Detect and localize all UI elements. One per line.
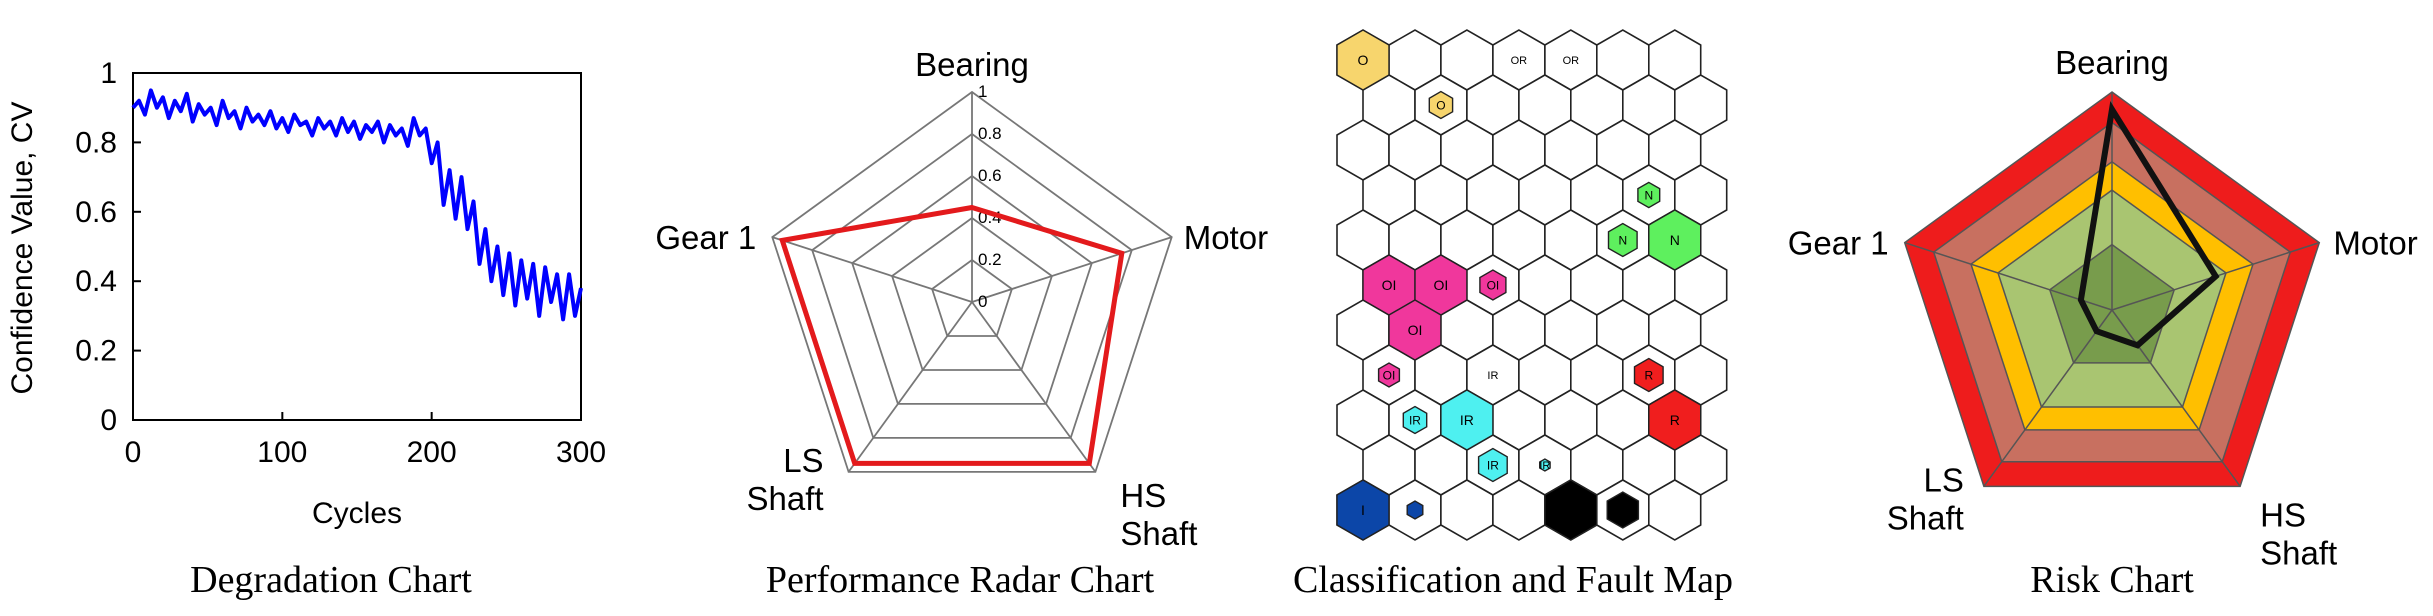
classification-fault-map: O O OR OR N N N OI OI OI OI OI IR IR IR IR IR R R I OIR OIR C… [1293,29,1733,601]
risk-caption: Risk Chart [2030,559,2194,601]
radar-tick-label: 1 [978,82,987,101]
radar-spoke [2111,309,2241,487]
degradation-caption: Degradation Chart [190,559,472,601]
radar-grid-ring [771,90,1173,473]
radar-grid-ring [891,216,1053,371]
axis-label: Bearing [915,46,1029,83]
fault-marker [1406,500,1424,520]
radar-spoke [971,301,1097,473]
fault-label: IR [1487,458,1499,472]
y-tick-label: 0.8 [75,126,117,159]
fault-label: O [1358,52,1369,68]
degradation-tick-labels: 0 100 200 300 0 0.2 0.4 0.6 0.8 1 [75,57,606,469]
fault-label: OI [1408,322,1423,338]
axis-label: Gear 1 [655,219,756,256]
fault-label: OI [1383,368,1396,382]
hex-fault-cells: O O OR OR N N N OI OI OI OI OI IR IR IR IR IR R R I OIR OIR [1336,29,1702,541]
axis-label: Motor [2333,225,2417,262]
fault-marker [1336,29,1390,91]
fault-label: OR [1511,55,1528,67]
y-tick-label: 0 [100,404,117,437]
fault-label: R [1670,412,1680,428]
fault-label: R [1644,368,1653,382]
fault-marker [1637,181,1661,209]
fault-marker [1538,458,1551,472]
fault-marker [1388,299,1442,361]
x-tick-label: 100 [257,436,307,469]
fault-label: IR [1409,413,1421,427]
fault-marker [1440,389,1494,451]
radar-spoke [772,236,973,303]
radar-grid-ring [851,174,1093,405]
radar-grid-ring [931,258,1013,337]
radar-tick-label: 0.8 [978,124,1002,143]
fault-marker [1479,269,1507,301]
fault-label: OIR [1612,503,1634,517]
x-tick-label: 0 [125,436,142,469]
fault-label: IR [1460,412,1474,428]
performance-series-polygon [779,204,1125,466]
fault-label: N [1618,233,1627,247]
fault-marker [1377,362,1401,388]
hex-grid [1336,29,1728,541]
degradation-tick-marks [132,72,582,421]
radar-spoke [971,236,1173,303]
fault-marker [1402,405,1428,435]
hex-cell [1648,479,1702,541]
axis-label: Bearing [2055,44,2169,81]
fault-label: IR [1487,370,1498,382]
radar-tick-label: 0.2 [978,250,1002,269]
x-tick-label: 300 [556,436,606,469]
degradation-x-axis-label: Cycles [312,497,402,530]
fault-marker [1648,209,1702,271]
fault-label: OI [1382,277,1397,293]
y-tick-label: 0.2 [75,335,117,368]
y-tick-label: 0.6 [75,196,117,229]
fault-marker [1428,90,1454,120]
radar-tick-label: 0 [978,292,987,311]
degradation-series-line [131,88,583,322]
performance-caption: Performance Radar Chart [766,559,1155,601]
radar-spoke [1904,241,2113,311]
fault-label: N [1644,188,1653,202]
fault-marker [1477,447,1508,483]
fault-label: OIR [1558,502,1583,518]
radar-tick-label: 0.6 [978,166,1002,185]
degradation-chart: 0 100 200 300 0 0.2 0.4 0.6 0.8 1 Cycles Confiden… [6,57,606,601]
fault-label: OR [1563,55,1580,67]
degradation-y-axis-label: Confidence Value, CV [6,102,39,395]
fault-label: IR [1539,460,1550,472]
fault-label: O [1436,98,1445,112]
axis-label: Motor [1184,219,1268,256]
fault-label: I [1361,502,1365,518]
fault-marker [1648,389,1702,451]
fault-marker [1606,491,1640,529]
classification-caption: Classification and Fault Map [1293,559,1733,601]
fault-marker [1633,357,1664,393]
radar-spoke [1983,309,2113,487]
x-tick-label: 200 [407,436,457,469]
fault-label: N [1670,232,1680,248]
performance-radar-spokes [772,92,1173,473]
fault-marker [1544,479,1598,541]
radar-spoke [847,301,973,473]
y-tick-label: 0.4 [75,265,117,298]
risk-series-polygon [2077,101,2220,349]
fault-label: OI [1487,278,1500,292]
performance-tick-labels: 00.20.40.60.81 [978,82,1002,311]
fault-marker [1607,222,1638,258]
fault-marker [1336,479,1390,541]
axis-label: Gear 1 [1788,225,1889,262]
y-tick-label: 1 [100,57,117,90]
fault-label: OI [1434,277,1449,293]
